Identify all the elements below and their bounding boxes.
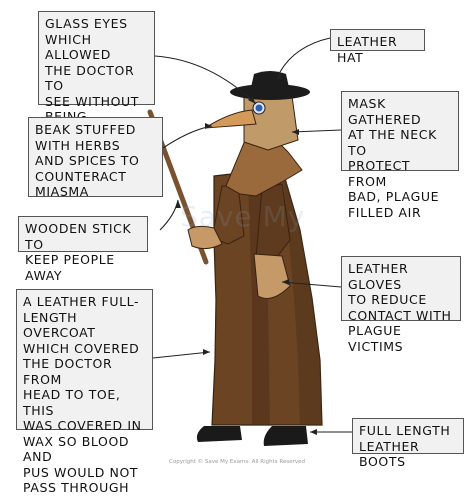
line-overcoat bbox=[152, 351, 211, 359]
label-mask: MASK GATHERED AT THE NECK TO PROTECT FRO… bbox=[341, 91, 459, 220]
leather-hat bbox=[230, 71, 310, 100]
line-mask bbox=[291, 129, 342, 133]
line-stick bbox=[159, 199, 179, 231]
glass-eye bbox=[252, 101, 266, 115]
copyright: Copyright © Save My Exams. All Rights Re… bbox=[169, 459, 305, 465]
line-leather-hat bbox=[279, 37, 331, 73]
boots bbox=[196, 426, 308, 446]
label-glass-eyes: GLASS EYES WHICH ALLOWED THE DOCTOR TO S… bbox=[38, 11, 155, 155]
plague-doctor-diagram bbox=[147, 37, 352, 446]
label-stick: WOODEN STICK TO KEEP PEOPLE AWAY bbox=[18, 216, 148, 283]
label-beak: BEAK STUFFED WITH HERBS AND SPICES TO CO… bbox=[28, 117, 163, 199]
line-gloves bbox=[281, 281, 342, 288]
label-overcoat: A LEATHER FULL- LENGTH OVERCOAT WHICH CO… bbox=[16, 289, 153, 495]
right-glove bbox=[253, 253, 291, 299]
left-glove bbox=[187, 225, 223, 250]
label-leather-hat: LEATHER HAT bbox=[330, 29, 425, 65]
label-gloves: LEATHER GLOVES TO REDUCE CONTACT WITH PL… bbox=[341, 256, 461, 354]
watermark: Save My bbox=[180, 200, 306, 233]
line-beak bbox=[162, 125, 213, 149]
label-boots: FULL LENGTH LEATHER BOOTS bbox=[352, 418, 464, 469]
line-glass-eyes bbox=[154, 55, 257, 105]
